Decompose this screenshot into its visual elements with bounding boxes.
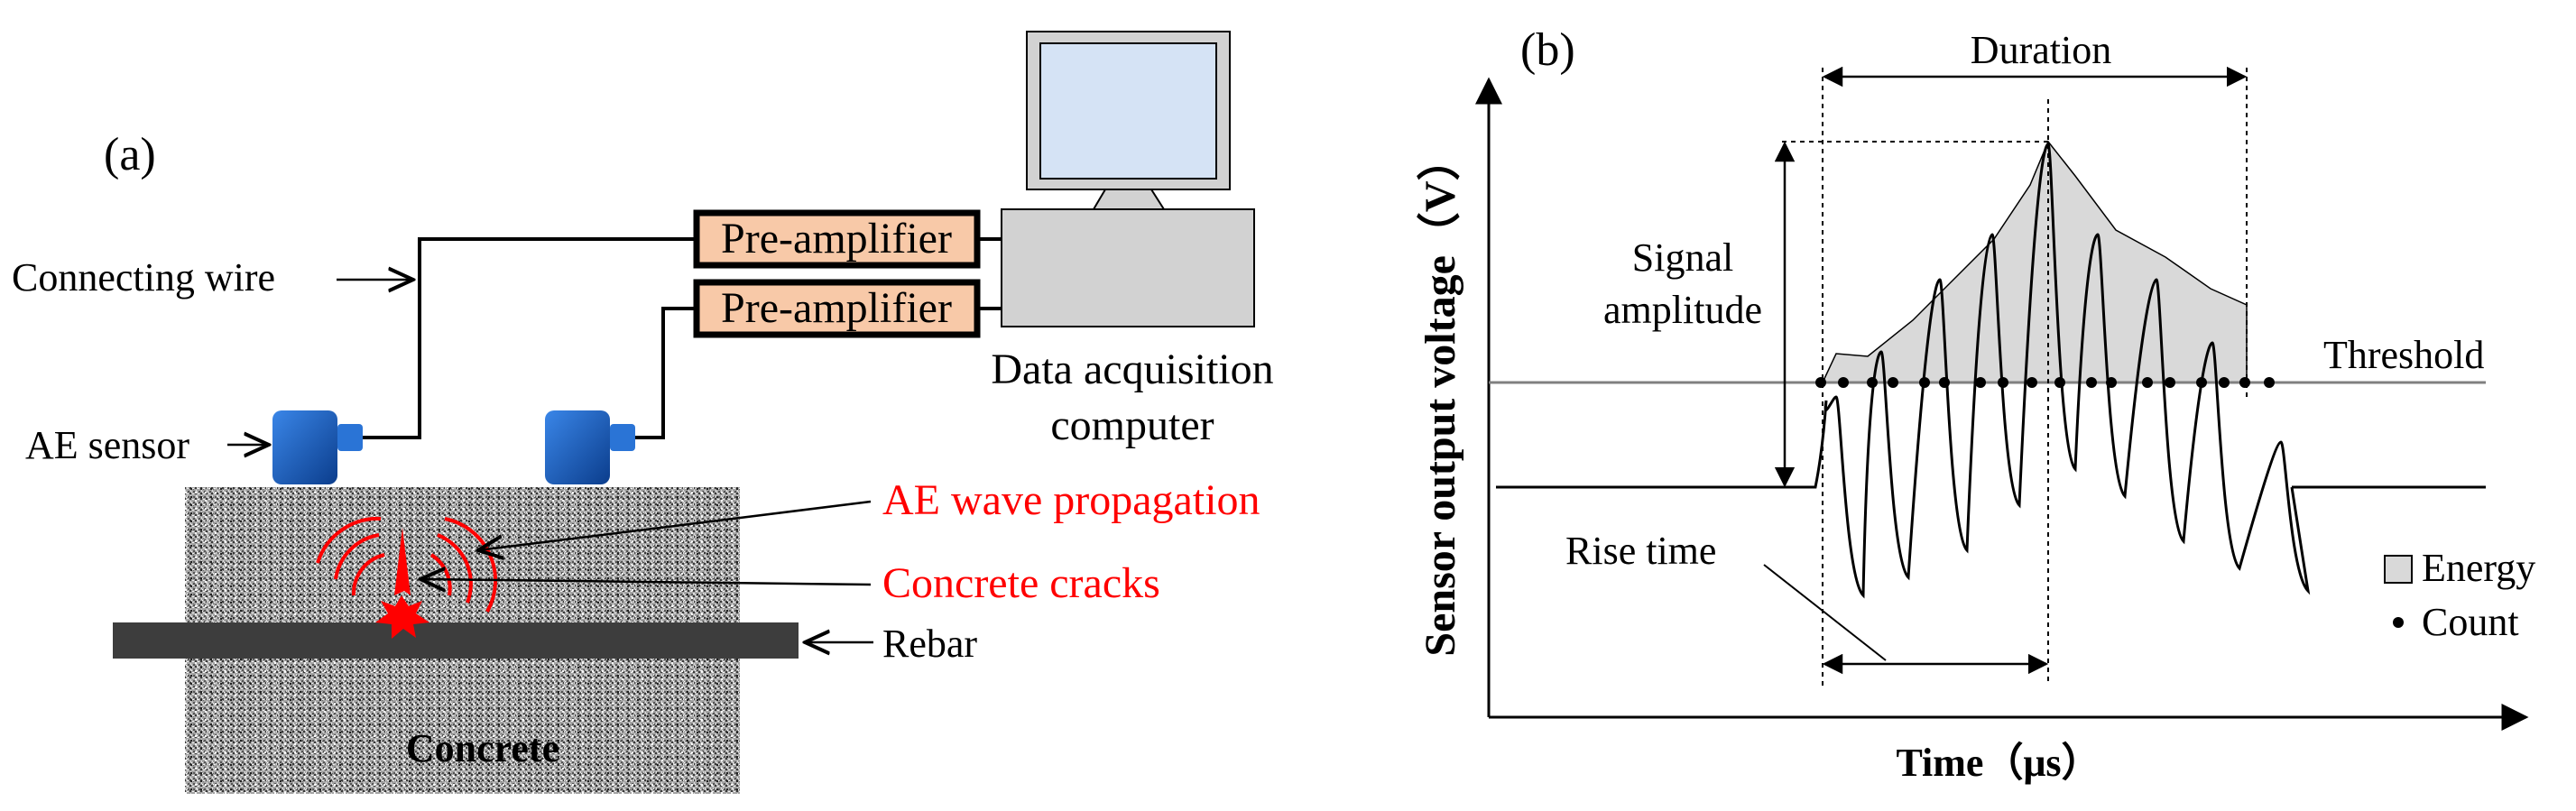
signal-amplitude-line2: amplitude [1603,288,1762,332]
rise-time-label: Rise time [1565,529,1716,573]
connecting-wire-1 [363,237,695,439]
count-dot-5 [1919,377,1930,388]
count-dot-14 [2165,377,2175,388]
count-dot-12 [2106,377,2117,388]
ae-sensor-2 [545,410,635,484]
crack-and-waves [316,516,498,639]
panel-b: (b) Sensor output voltage（V） Time（μs） Th… [1417,24,2535,785]
count-dot-10 [2054,377,2065,388]
pre-amplifier-2-label: Pre-amplifier [721,284,952,332]
signal-amplitude-line1: Signal [1632,235,1733,280]
ae-sensor-1 [272,410,363,484]
ae-wave-propagation-label: AE wave propagation [882,476,1260,524]
concrete-cracks-label: Concrete cracks [882,559,1160,607]
y-axis-label: Sensor output voltage（V） [1417,137,1464,656]
concrete-cracks-arrow [420,579,872,585]
wave-right-2 [437,533,473,604]
count-dot-1 [1815,377,1826,388]
count-dot-18 [2264,377,2275,388]
count-dot-17 [2239,377,2250,388]
rebar [113,622,799,659]
pre-amplifier-1-label: Pre-amplifier [721,215,952,263]
concrete-label: Concrete [406,726,559,770]
connecting-wire-label: Connecting wire [12,255,275,300]
wave-right-1 [429,553,452,596]
count-dot-3 [1867,377,1878,388]
count-dot-2 [1838,377,1849,388]
count-dot-4 [1888,377,1898,388]
count-dot-7 [1975,377,1986,388]
energy-area [1821,140,2248,383]
legend-energy-label: Energy [2422,546,2535,590]
ae-waveform [1805,143,2311,599]
computer-label-line1: Data acquisition [991,346,1273,393]
rise-time-leader [1763,564,1887,661]
crack-burst [375,595,429,639]
count-dot-8 [1998,377,2008,388]
count-dot-11 [2086,377,2097,388]
ae-wave-arrow [478,500,872,550]
count-dot-16 [2219,377,2230,388]
rebar-label: Rebar [882,622,977,666]
count-dot-6 [1939,377,1950,388]
pre-amplifier-1: Pre-amplifier [693,209,981,269]
threshold-label: Threshold [2323,333,2484,377]
computer-label-line2: computer [1050,401,1214,449]
wave-left-2 [334,533,380,580]
wave-left-3 [316,516,382,564]
legend-energy-swatch [2384,555,2413,584]
connecting-wire-2 [635,307,695,439]
pre-amplifier-2: Pre-amplifier [693,279,981,338]
data-acquisition-computer [1001,31,1255,327]
ae-sensor-label: AE sensor [25,423,189,467]
panel-a: (a) Concrete [12,31,1274,794]
count-dot-13 [2142,377,2153,388]
panel-b-label: (b) [1520,24,1575,76]
duration-label: Duration [1971,28,2111,72]
count-dot-9 [2027,377,2037,388]
legend-count-marker [2393,617,2404,628]
wave-left-1 [351,553,385,596]
legend-count-label: Count [2422,600,2519,644]
x-axis-label: Time（μs） [1896,741,2101,785]
legend: Energy Count [2384,546,2535,644]
panel-a-label: (a) [104,129,156,180]
count-dot-15 [2196,377,2207,388]
crack [394,528,411,595]
